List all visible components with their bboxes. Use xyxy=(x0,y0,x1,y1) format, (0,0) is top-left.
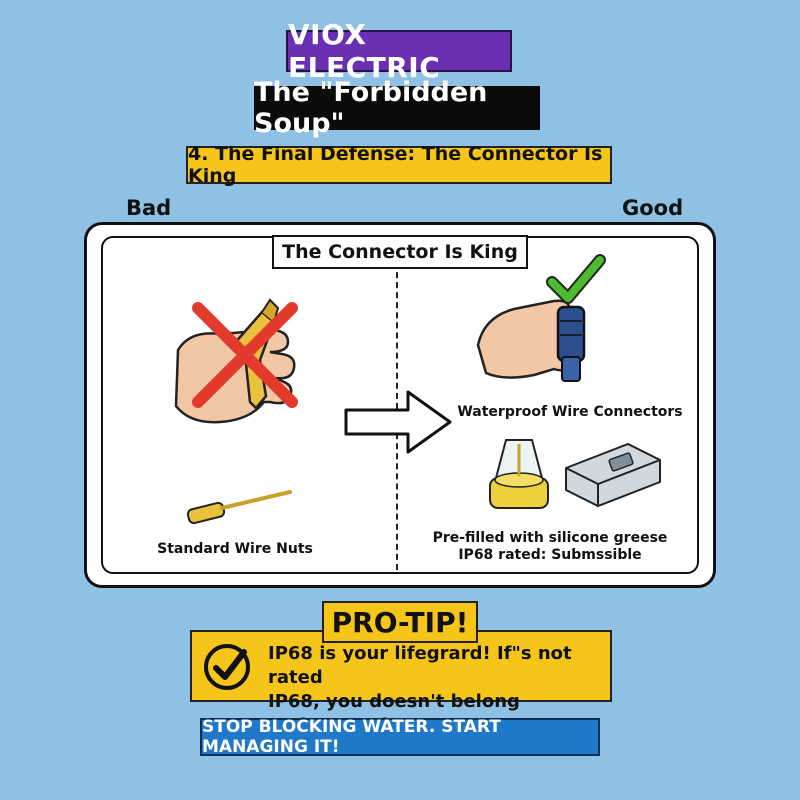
clamp-connector-icon xyxy=(565,442,661,508)
silicone-filled-connector-icon xyxy=(489,439,549,509)
protip-line-1: IP68 is your lifegrard! If"s not rated xyxy=(268,643,572,688)
title-banner: The "Forbidden Soup" xyxy=(254,77,540,139)
protip-heading: PRO-TIP! xyxy=(322,601,478,643)
page-title: The "Forbidden Soup" xyxy=(254,77,488,139)
bad-caption: Standard Wire Nuts xyxy=(157,541,313,557)
section-title: 4. The Final Defense: The Connector Is K… xyxy=(188,143,603,187)
red-x-icon xyxy=(192,302,298,408)
good-caption-details: Pre-filled with silicone greese IP68 rat… xyxy=(430,530,670,564)
cta-text: STOP BLOCKING WATER. START MANAGING IT! xyxy=(202,717,501,757)
good-caption-connectors: Waterproof Wire Connectors xyxy=(457,404,683,420)
brand-banner: VIOX ELECTRIC xyxy=(286,18,512,84)
panel-title: The Connector Is King xyxy=(272,235,528,269)
good-caption-rating: IP68 rated: Submssible xyxy=(458,547,642,563)
bad-label: Bad xyxy=(126,196,172,220)
check-circle-icon xyxy=(204,644,250,690)
cta-banner: STOP BLOCKING WATER. START MANAGING IT! xyxy=(200,717,600,757)
protip-heading-text: PRO-TIP! xyxy=(331,605,469,639)
green-check-icon xyxy=(546,254,606,304)
good-caption-grease: Pre-filled with silicone greese xyxy=(432,530,668,546)
section-banner: 4. The Final Defense: The Connector Is K… xyxy=(186,143,612,187)
panel-title-text: The Connector Is King xyxy=(282,241,518,263)
good-label: Good xyxy=(622,196,684,220)
right-arrow-icon xyxy=(344,390,452,454)
screwdriver-icon xyxy=(186,490,292,525)
brand-name: VIOX ELECTRIC xyxy=(288,18,441,84)
hand-waterproof-connector-icon xyxy=(476,299,586,382)
